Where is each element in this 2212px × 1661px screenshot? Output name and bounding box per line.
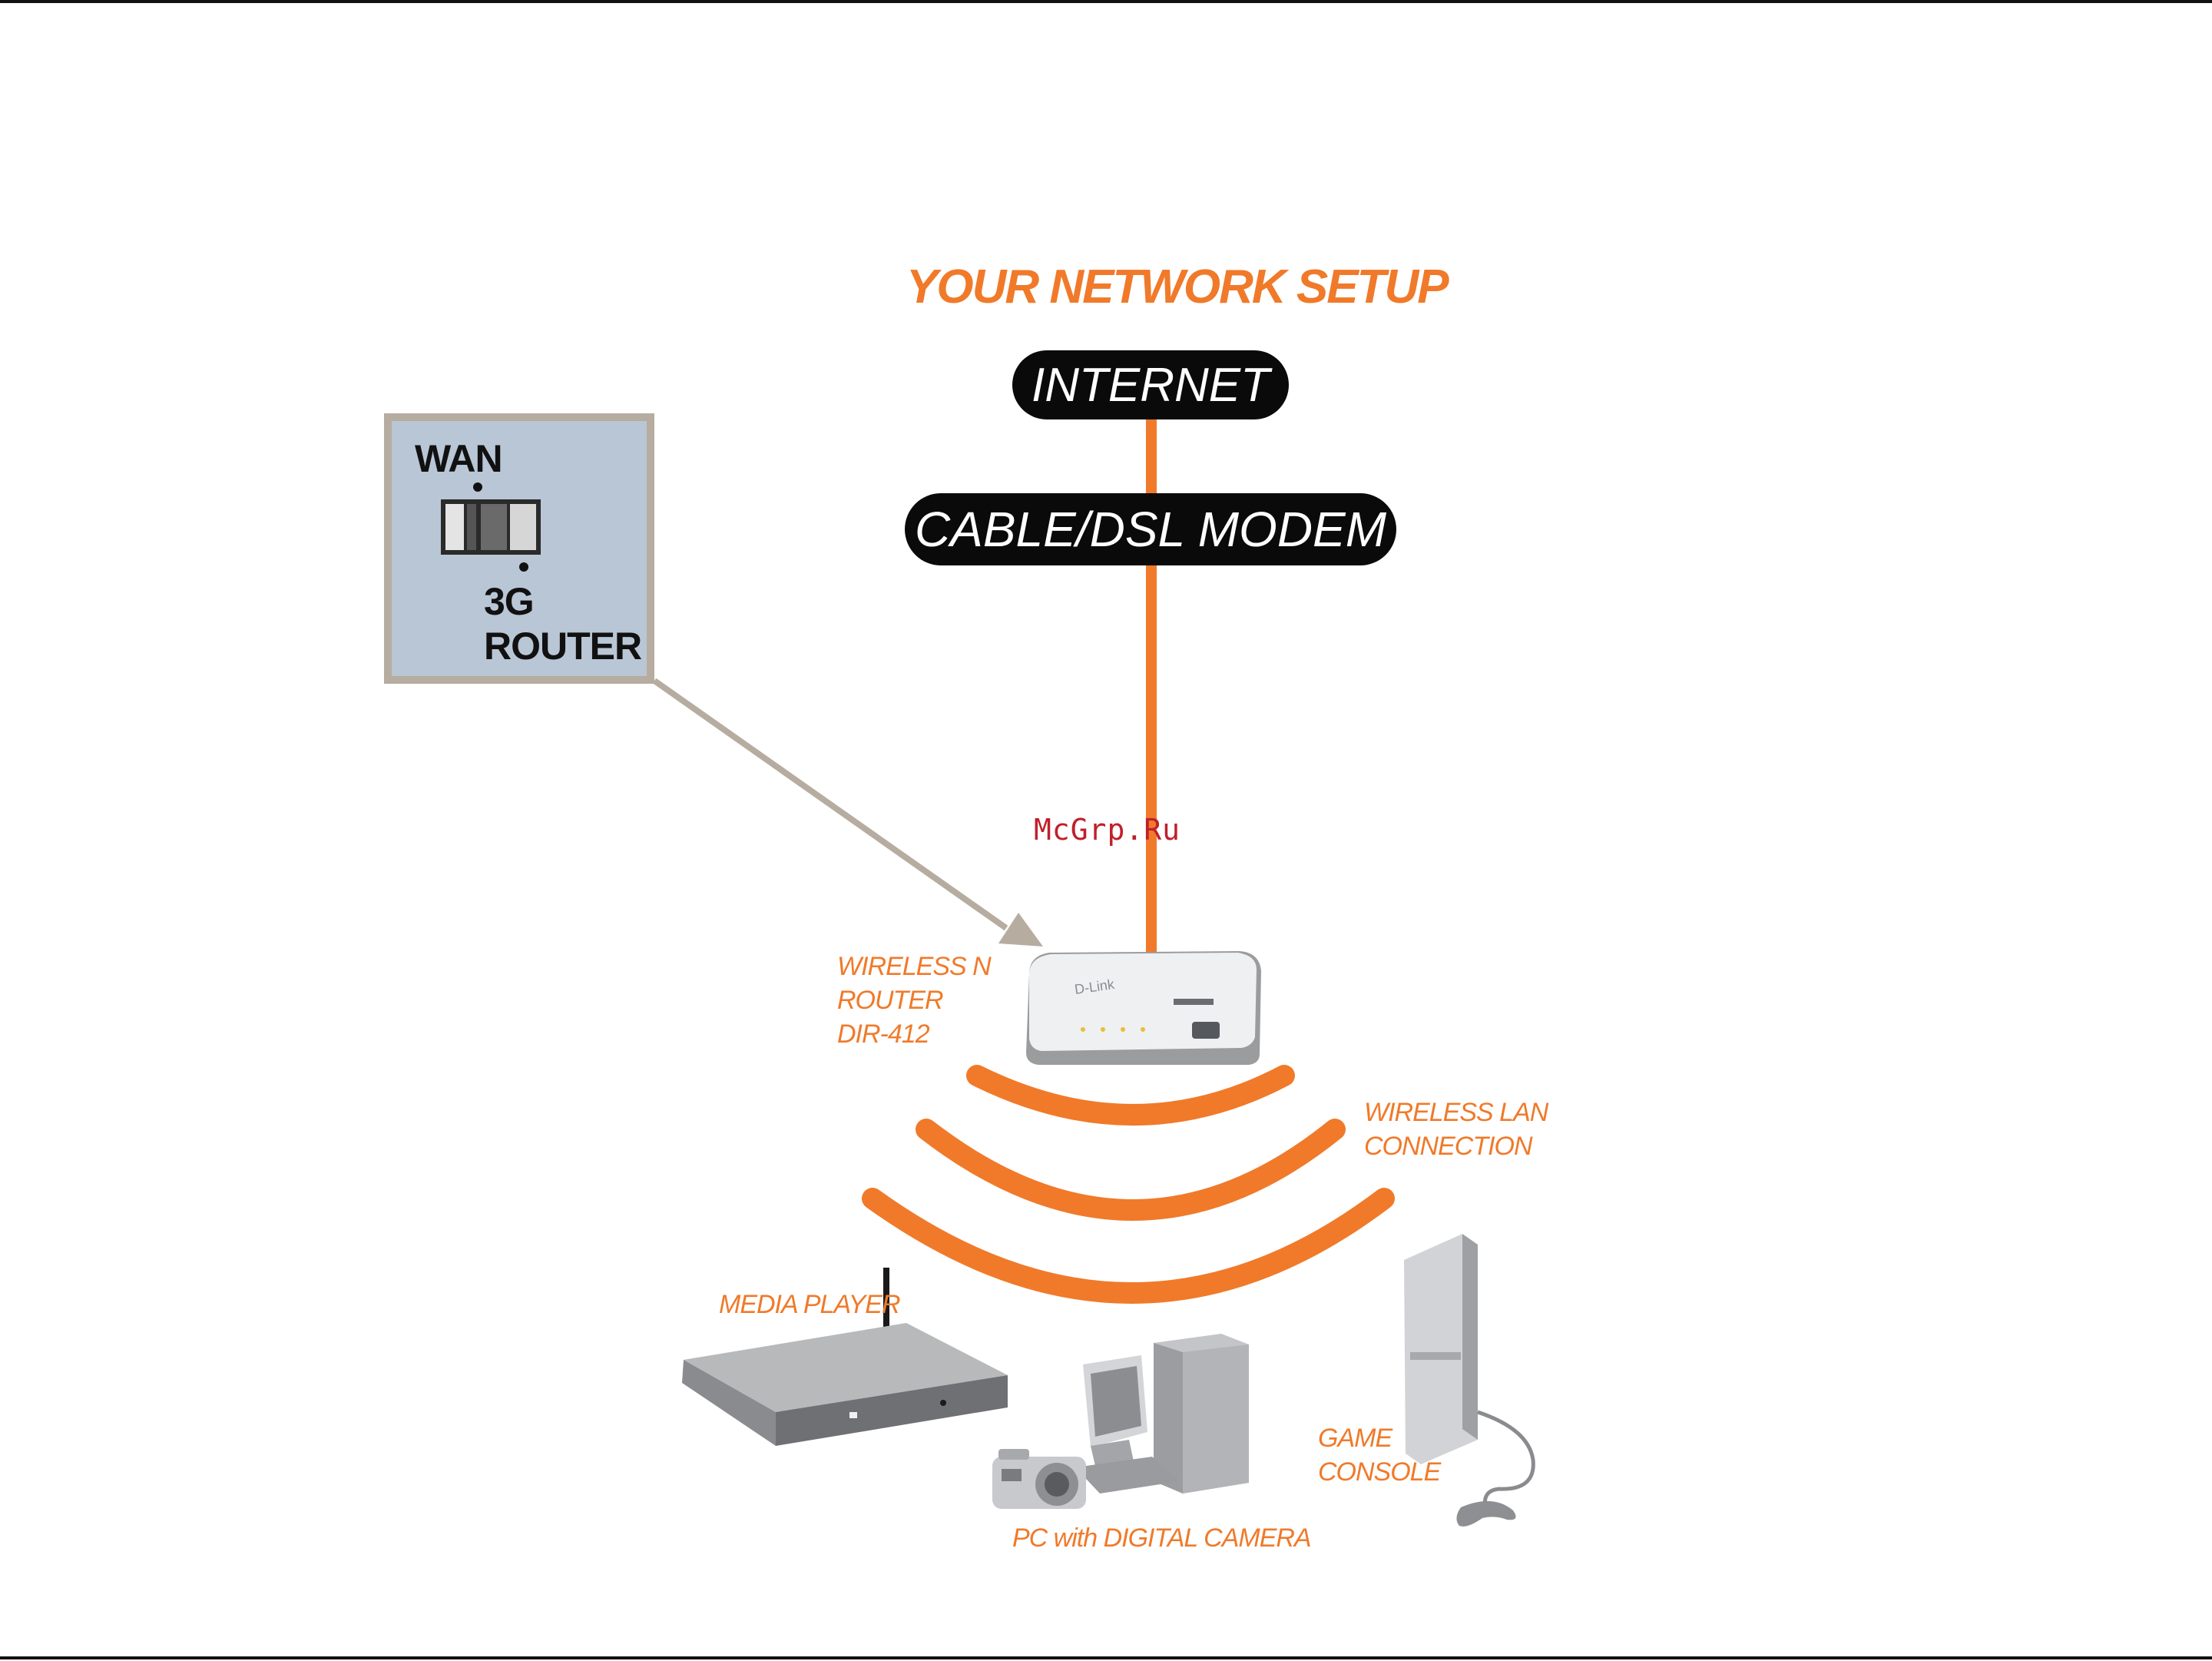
internet-node: INTERNET — [1012, 350, 1289, 419]
page-title: YOUR NETWORK SETUP — [906, 260, 1448, 314]
router-label-line-2: ROUTER — [837, 983, 991, 1017]
modem-node: CABLE/DSL MODEM — [905, 493, 1396, 565]
router-label-line-3: DIR-412 — [837, 1017, 991, 1051]
digital-camera-icon — [992, 1449, 1086, 1509]
media-player-label: MEDIA PLAYER — [719, 1288, 900, 1321]
game-console-label: GAME CONSOLE — [1318, 1421, 1440, 1489]
wireless-lan-label-line-2: CONNECTION — [1364, 1129, 1548, 1163]
game-console-label-line-2: CONSOLE — [1318, 1455, 1440, 1489]
pc-label: PC with DIGITAL CAMERA — [1012, 1521, 1311, 1555]
router-label: WIRELESS N ROUTER DIR-412 — [837, 950, 991, 1052]
3g-label: 3G — [484, 579, 534, 624]
game-console-label-line-1: GAME — [1318, 1421, 1440, 1455]
wireless-lan-label: WIRELESS LAN CONNECTION — [1364, 1096, 1548, 1163]
modem-label: CABLE/DSL MODEM — [915, 501, 1386, 558]
desktop-pc-icon — [1075, 1334, 1249, 1494]
router-label-line-1: WIRELESS N — [837, 950, 991, 983]
wireless-waves-icon — [873, 1076, 1384, 1293]
wan-label: WAN — [415, 436, 502, 481]
router-mode-label: ROUTER — [484, 624, 641, 668]
watermark: McGrp.Ru — [1034, 813, 1181, 847]
router-icon: D-Link — [1026, 951, 1261, 1065]
wireless-lan-label-line-1: WIRELESS LAN — [1364, 1096, 1548, 1129]
switch-inset: WAN 3G ROUTER — [384, 413, 654, 684]
internet-label: INTERNET — [1031, 358, 1270, 413]
pointer-arrow — [654, 681, 1043, 947]
